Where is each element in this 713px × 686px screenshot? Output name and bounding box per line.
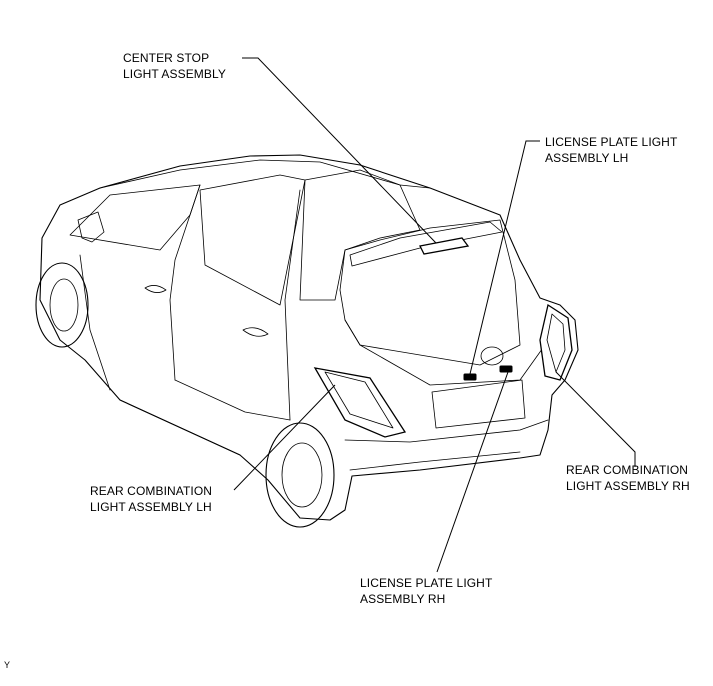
rear-bumper-lower xyxy=(349,451,521,471)
label-license-plate-light-rh: LICENSE PLATE LIGHT ASSEMBLY RH xyxy=(360,575,492,607)
leader-rear-comb-lh xyxy=(233,384,336,491)
front-wheel-hub xyxy=(49,278,79,332)
rear-door-line xyxy=(174,379,291,421)
label-line: REAR COMBINATION xyxy=(566,463,689,477)
label-line: CENTER STOP xyxy=(123,51,210,65)
rear-combination-light-rh xyxy=(539,303,573,381)
c-pillar xyxy=(284,189,301,421)
center-stop-light xyxy=(419,237,470,255)
label-center-stop-light: CENTER STOP LIGHT ASSEMBLY xyxy=(123,50,226,82)
label-line: ASSEMBLY RH xyxy=(360,592,446,606)
label-line: LIGHT ASSEMBLY LH xyxy=(90,500,212,514)
b-pillar xyxy=(169,184,201,381)
rear-combination-light-lh xyxy=(313,367,407,438)
emblem xyxy=(480,346,504,366)
leader-license-rh xyxy=(436,371,509,573)
rear-combination-light-lh-inner xyxy=(324,371,394,429)
rear-bumper xyxy=(344,419,549,443)
rear-quarter-window xyxy=(299,169,421,301)
license-plate-light-lh xyxy=(463,373,477,381)
rear-combination-light-rh-inner xyxy=(546,313,566,373)
label-rear-combination-light-rh: REAR COMBINATION LIGHT ASSEMBLY RH xyxy=(566,462,690,494)
label-line: LICENSE PLATE LIGHT xyxy=(545,135,678,149)
side-mirror xyxy=(77,211,105,243)
roof-line xyxy=(99,159,431,189)
rear-door-handle xyxy=(242,327,269,337)
leader-center-stop xyxy=(242,57,437,244)
rear-wheel xyxy=(265,422,335,528)
rear-window xyxy=(339,219,521,366)
side-window-rear xyxy=(199,174,306,306)
car-body-outline xyxy=(39,154,579,521)
figure-code: Y xyxy=(4,660,11,670)
leader-license-lh xyxy=(469,140,540,375)
side-window-front xyxy=(69,184,201,251)
label-rear-combination-light-lh: REAR COMBINATION LIGHT ASSEMBLY LH xyxy=(90,483,212,515)
rocker-line xyxy=(119,399,241,456)
label-license-plate-light-lh: LICENSE PLATE LIGHT ASSEMBLY LH xyxy=(545,134,677,166)
front-door-line xyxy=(79,254,111,391)
label-line: LICENSE PLATE LIGHT xyxy=(360,576,493,590)
label-line: LIGHT ASSEMBLY xyxy=(123,67,226,81)
label-line: REAR COMBINATION xyxy=(90,484,213,498)
license-plate-light-rh xyxy=(499,365,513,373)
license-plate-recess xyxy=(431,379,526,429)
leader-rear-comb-rh xyxy=(555,371,636,467)
rear-spoiler xyxy=(349,221,503,267)
rear-wheel-hub xyxy=(281,442,323,508)
label-line: ASSEMBLY LH xyxy=(545,151,629,165)
tailgate xyxy=(344,319,546,386)
front-wheel xyxy=(35,262,89,348)
label-line: LIGHT ASSEMBLY RH xyxy=(566,479,690,493)
front-door-handle xyxy=(144,285,167,293)
